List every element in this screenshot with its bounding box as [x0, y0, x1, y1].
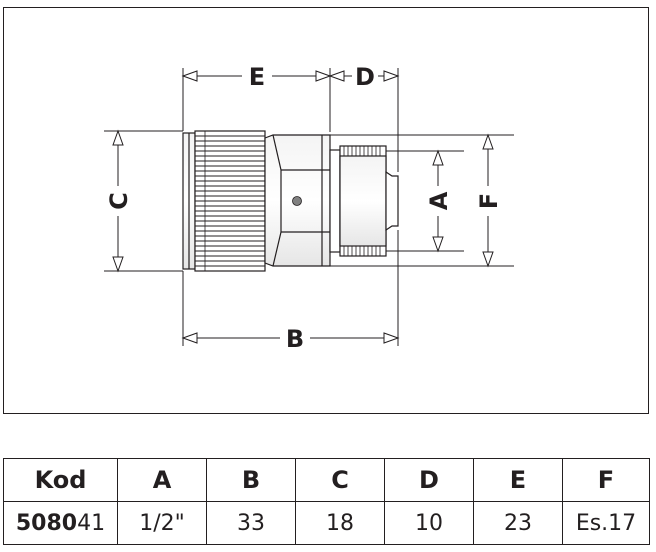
- table-header-row: Kod A B C D E F: [3, 458, 650, 502]
- fitting-technical-drawing: E D B C A F: [104, 63, 514, 353]
- technical-drawing-frame: [3, 7, 649, 414]
- value-e: 23: [473, 501, 563, 545]
- dimension-label-b: B: [286, 325, 304, 353]
- product-code-cell: 508041: [3, 501, 118, 545]
- table-row: 508041 1/2" 33 18 10 23 Es.17: [3, 501, 650, 545]
- value-a: 1/2": [117, 501, 207, 545]
- header-c: C: [295, 458, 385, 502]
- header-kod: Kod: [3, 458, 118, 502]
- dimension-label-a: A: [425, 191, 453, 210]
- dimension-b: B: [181, 325, 400, 353]
- value-c: 18: [295, 501, 385, 545]
- dimension-label-f: F: [475, 193, 503, 209]
- header-a: A: [117, 458, 207, 502]
- dimension-label-e: E: [249, 63, 265, 91]
- dimension-e: E: [181, 63, 332, 91]
- dimension-f: F: [475, 133, 503, 268]
- dimension-label-d: D: [355, 63, 375, 91]
- dimension-d: D: [328, 63, 400, 91]
- header-f: F: [562, 458, 650, 502]
- knurled-nut: [194, 130, 266, 272]
- header-e: E: [473, 458, 563, 502]
- dimensions-table: Kod A B C D E F 508041 1/2" 33 18 10 23 …: [3, 458, 650, 545]
- threaded-spigot: [329, 145, 399, 257]
- value-b: 33: [206, 501, 296, 545]
- product-code-suffix: 41: [77, 510, 106, 536]
- value-d: 10: [384, 501, 474, 545]
- extension-lines: [104, 68, 514, 346]
- dimension-label-c: C: [105, 192, 133, 210]
- fitting-body: [182, 130, 399, 272]
- header-b: B: [206, 458, 296, 502]
- product-code-prefix: 5080: [15, 510, 78, 536]
- header-d: D: [384, 458, 474, 502]
- hex-body: [264, 134, 331, 267]
- value-f: Es.17: [562, 501, 650, 545]
- dimension-a: A: [425, 149, 453, 253]
- dimension-c: C: [105, 129, 133, 273]
